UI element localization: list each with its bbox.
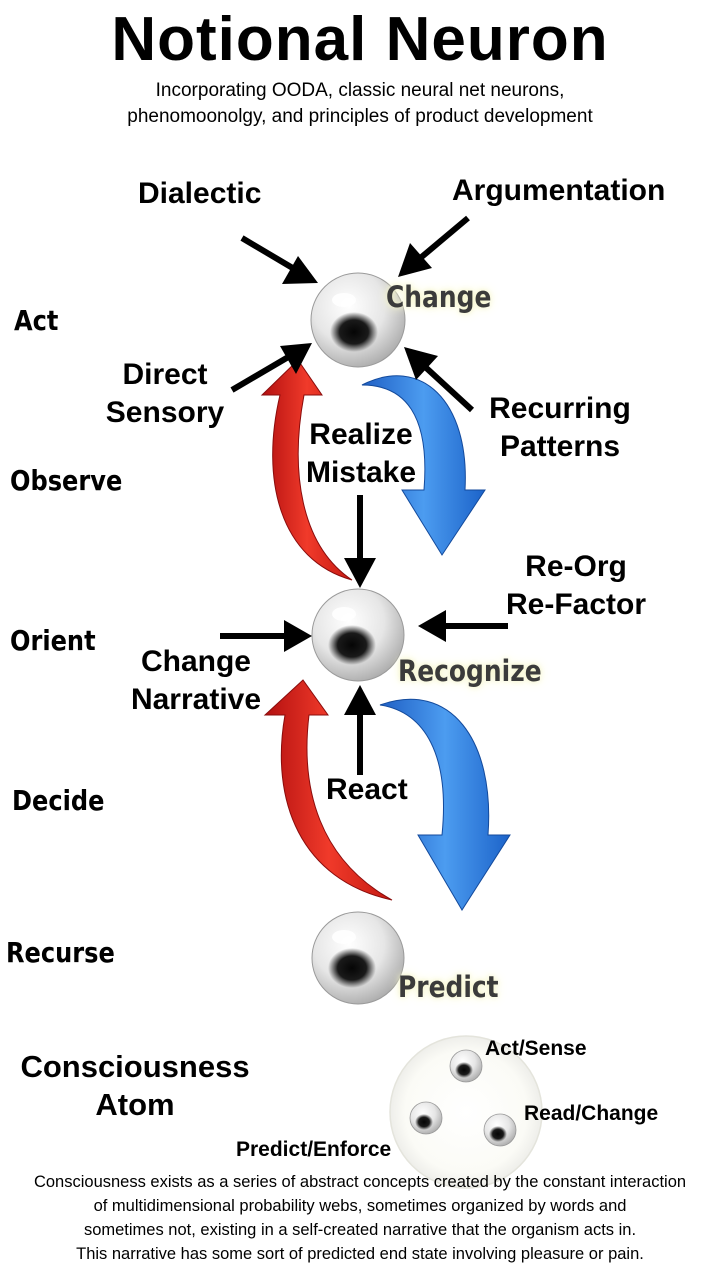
label-change-narrative-line-1: Change: [140, 645, 251, 678]
blue-arrow-lower: [379, 699, 511, 911]
atom-particle-read-change: [483, 1113, 517, 1147]
atom-label-act-sense: Act/Sense: [485, 1037, 587, 1060]
label-dialectic: Dialectic: [138, 177, 262, 210]
label-argumentation: Argumentation: [452, 174, 666, 207]
node-label-change: Change: [386, 280, 492, 314]
arrow-argumentation: [398, 215, 470, 277]
label-reorg-refactor: Re-Org Re-Factor: [496, 548, 656, 624]
atom-title-line-1: Consciousness: [20, 1049, 250, 1084]
stage-recurse: Recurse: [6, 936, 115, 969]
label-direct-sensory: Direct Sensory: [100, 356, 230, 432]
label-recurring-patterns: Recurring Patterns: [480, 390, 640, 466]
atom-label-predict-enforce: Predict/Enforce: [236, 1138, 392, 1161]
sphere-predict: [311, 911, 405, 1005]
footer-caption: Consciousness exists as a series of abst…: [0, 1170, 720, 1266]
footer-line-3: sometimes not, existing in a self-create…: [83, 1221, 637, 1239]
node-label-predict: Predict: [398, 970, 499, 1004]
consciousness-atom: [389, 1035, 543, 1189]
atom-title-line-2: Atom: [95, 1087, 175, 1122]
page-subtitle: Incorporating OODA, classic neural net n…: [0, 78, 720, 130]
arrow-react: [344, 685, 376, 775]
atom-particle-act-sense: [449, 1049, 483, 1083]
arrow-reorg: [418, 610, 508, 642]
label-recurring-patterns-line-2: Patterns: [499, 430, 621, 463]
stage-decide: Decide: [12, 784, 105, 817]
label-realize-mistake: Realize Mistake: [298, 416, 424, 492]
input-arrows: [220, 215, 508, 775]
footer-line-1: Consciousness exists as a series of abst…: [33, 1173, 687, 1191]
sphere-change: [310, 272, 406, 368]
arrow-recurring-patterns: [404, 347, 475, 413]
sphere-recognize: [311, 588, 405, 682]
page-title: Notional Neuron: [111, 5, 609, 74]
red-arrow-upper: [260, 359, 353, 581]
label-react: React: [326, 773, 408, 806]
label-direct-sensory-line-2: Sensory: [105, 396, 225, 429]
stage-orient: Orient: [10, 624, 96, 657]
arrow-change-narrative: [220, 620, 312, 652]
arrow-direct-sensory: [230, 343, 312, 393]
node-label-recognize: Recognize: [398, 654, 542, 688]
label-change-narrative-line-2: Narrative: [130, 683, 262, 716]
stage-observe: Observe: [10, 464, 123, 497]
atom-particle-predict-enforce: [409, 1101, 443, 1135]
blue-arrow-upper: [361, 375, 486, 556]
atom-title: Consciousness Atom: [10, 1048, 260, 1124]
stage-act: Act: [14, 304, 59, 337]
footer-line-4: This narrative has some sort of predicte…: [76, 1245, 644, 1263]
subtitle-line-2: phenomoonolgy, and principles of product…: [127, 106, 593, 127]
atom-label-read-change: Read/Change: [524, 1102, 659, 1125]
label-realize-mistake-line-1: Realize: [309, 418, 413, 451]
label-reorg-line-2: Re-Factor: [505, 588, 647, 621]
arrow-dialectic: [240, 235, 318, 284]
footer-line-2: of multidimensional probability webs, so…: [93, 1197, 627, 1215]
label-reorg-line-1: Re-Org: [525, 550, 627, 583]
label-realize-mistake-line-2: Mistake: [305, 456, 417, 489]
red-arrow-lower: [263, 679, 393, 901]
label-change-narrative: Change Narrative: [118, 643, 274, 719]
label-recurring-patterns-line-1: Recurring: [489, 392, 631, 425]
label-direct-sensory-line-1: Direct: [122, 358, 208, 391]
arrow-realize-mistake: [344, 495, 376, 588]
subtitle-line-1: Incorporating OODA, classic neural net n…: [155, 80, 565, 101]
